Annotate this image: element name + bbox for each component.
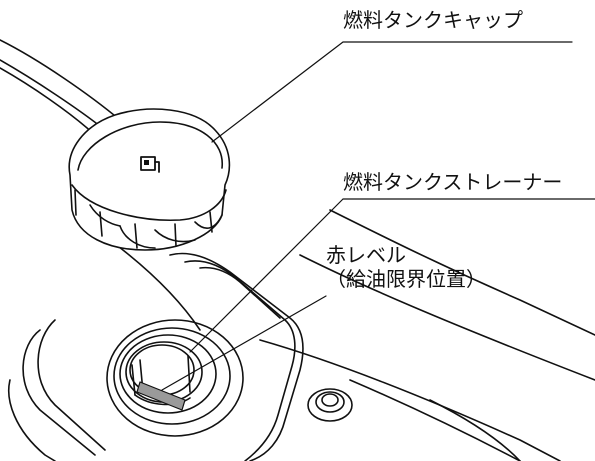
bolt: [307, 388, 353, 422]
red-level-band: [136, 381, 186, 411]
red-level-label: 赤レベル （給油限界位置）: [326, 243, 486, 291]
fuel-tank-cap-label: 燃料タンクキャップ: [343, 8, 523, 32]
fuel-tank-cap: [68, 108, 231, 251]
strainer-leader: [189, 198, 595, 353]
tank-body: [0, 39, 595, 461]
red-level-leader: [161, 295, 327, 391]
filler-recess: [8, 252, 304, 461]
fuel-tank-strainer-label: 燃料タンクストレーナー: [343, 170, 563, 194]
filler-neck: [106, 319, 244, 437]
leader-lines: [161, 41, 595, 391]
red-level-label-line1: 赤レベル: [326, 243, 406, 267]
cap-leader: [211, 41, 573, 143]
red-level-label-line2: （給油限界位置）: [326, 267, 486, 291]
